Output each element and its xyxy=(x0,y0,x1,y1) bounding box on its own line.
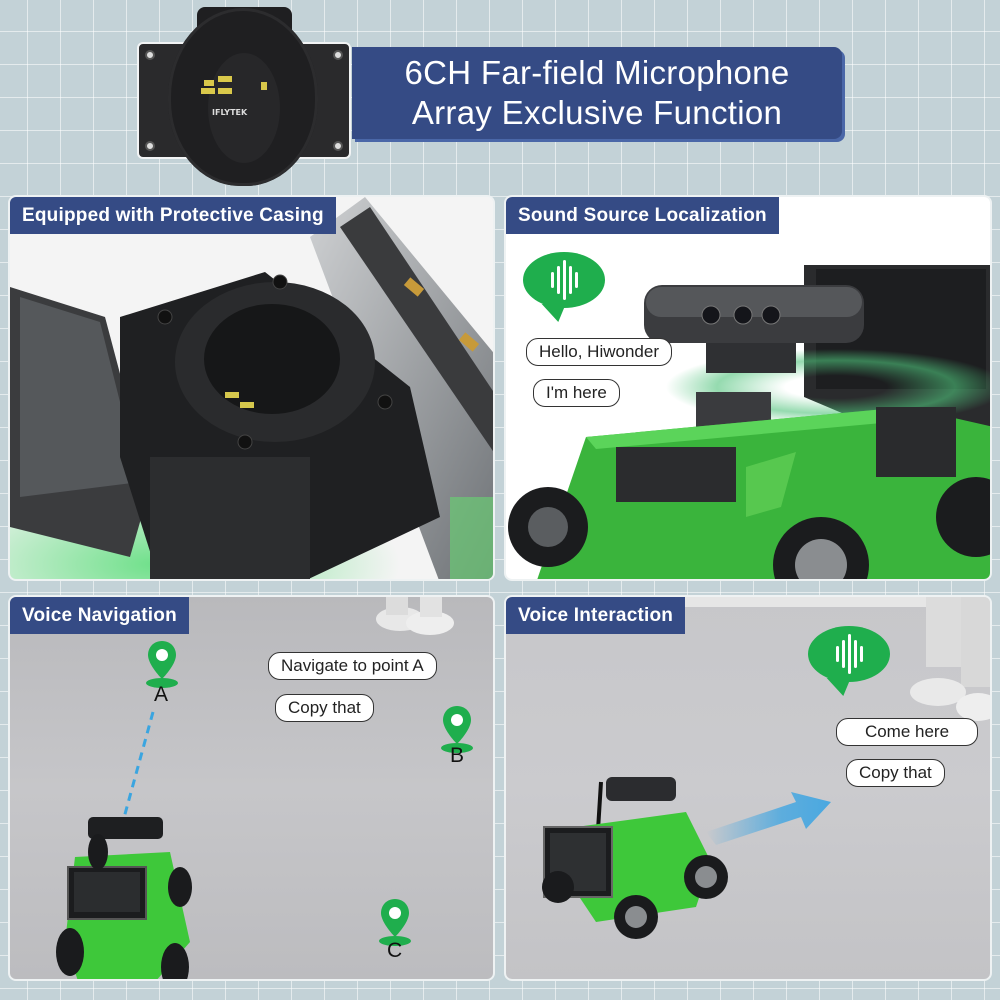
pin-label-c: C xyxy=(387,939,403,962)
speech-bubble-copy: Copy that xyxy=(275,694,374,722)
speech-bubble-hello: Hello, Hiwonder xyxy=(526,338,672,366)
robot-photo xyxy=(508,265,990,579)
speech-bubble-reply: I'm here xyxy=(533,379,620,407)
voice-wave-icon xyxy=(808,626,890,682)
panel-label: Sound Source Localization xyxy=(506,197,779,234)
location-pin-c-icon xyxy=(379,899,411,946)
navigation-scene xyxy=(56,597,454,979)
panel-label: Voice Navigation xyxy=(10,597,189,634)
title-line-2: Array Exclusive Function xyxy=(411,94,783,131)
panel-label: Equipped with Protective Casing xyxy=(10,197,336,234)
speech-bubble-come-here: Come here xyxy=(836,718,978,746)
panel-label: Voice Interaction xyxy=(506,597,686,634)
page-title: 6CH Far-field Microphone Array Exclusive… xyxy=(352,47,842,139)
location-pin-a-icon xyxy=(146,641,178,688)
panel-sound-source-localization: Sound Source Localization xyxy=(504,195,992,581)
panel-voice-navigation: Voice Navigation A B xyxy=(8,595,495,981)
voice-wave-icon xyxy=(523,252,605,308)
title-line-1: 6CH Far-field Microphone xyxy=(404,54,790,91)
pin-label-b: B xyxy=(450,744,465,767)
interaction-scene xyxy=(506,597,990,939)
robot-car xyxy=(542,777,728,939)
iflytek-logo: IFLYTEK xyxy=(212,108,248,117)
casing-photo xyxy=(10,197,493,579)
location-pin-b-icon xyxy=(441,706,473,753)
robot-car xyxy=(56,817,192,979)
speech-bubble-copy: Copy that xyxy=(846,759,945,787)
speech-bubble-navigate: Navigate to point A xyxy=(268,652,437,680)
pin-label-a: A xyxy=(154,683,169,706)
mic-array-disc: IFLYTEK xyxy=(168,8,318,186)
panel-protective-casing: Equipped with Protective Casing xyxy=(8,195,495,581)
panel-voice-interaction: Voice Interaction xyxy=(504,595,992,981)
